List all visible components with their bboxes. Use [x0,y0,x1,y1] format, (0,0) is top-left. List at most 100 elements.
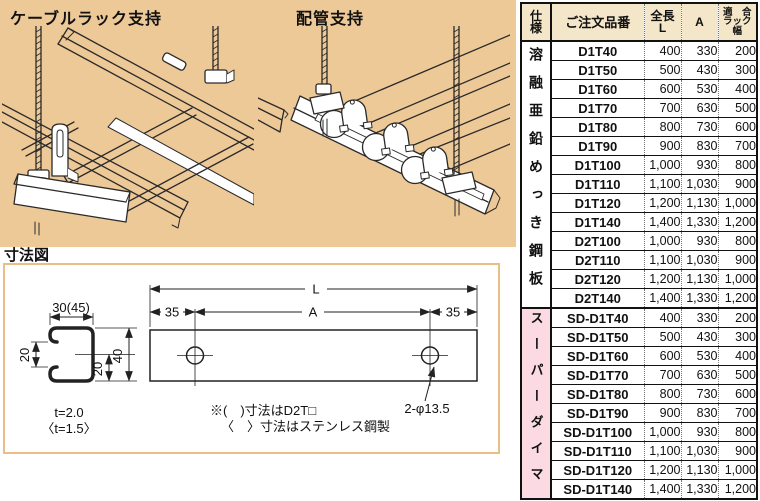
figure-note-1: ※( )寸法はD2T□ [210,403,316,418]
dimension-value: 930 [681,155,719,175]
spec-section-label: スーパーダイマ [521,307,552,500]
dimension-value: 330 [681,307,719,328]
illustration-panel: ケーブルラック支持 配管支持 [0,0,516,247]
dimension-value: 400 [644,40,682,61]
dimension-value: 700 [718,136,757,156]
dimension-value: 300 [718,60,757,80]
dim-end-left-label: 35 [165,305,179,320]
dimension-value: 930 [681,231,719,251]
dimension-value: 1,200 [718,212,757,232]
dimension-value: 830 [681,136,719,156]
dimension-value: 730 [681,384,719,404]
dim-height-label: 40 [110,349,125,363]
dimension-value: 1,000 [644,155,682,175]
dimension-value: 700 [718,403,757,423]
dimension-value: 400 [644,307,682,328]
dimension-value: 330 [681,40,719,61]
dimension-value: 1,030 [681,250,719,270]
dimension-value: 730 [681,117,719,137]
dimension-value: 1,000 [718,269,757,289]
dimension-value: 900 [718,250,757,270]
product-code: D1T100 [551,155,645,175]
product-code: D2T110 [551,250,645,270]
dimension-value: 600 [718,117,757,137]
dim-lip-label: 20 [17,348,32,362]
dimension-value: 1,400 [644,212,682,232]
dimension-value: 430 [681,60,719,80]
figure-note-2: 〈 〉寸法はステンレス鋼製 [221,419,390,434]
product-code: D1T110 [551,174,645,194]
dimension-value: 900 [718,441,757,461]
header-dimension-a: A [681,2,719,42]
dim-end-right-label: 35 [446,305,460,320]
dimension-value: 800 [644,117,682,137]
dimension-value: 600 [718,384,757,404]
dimension-value: 1,200 [644,269,682,289]
spec-section-label: 溶融亜鉛めっき鋼板 [521,40,552,309]
product-code: SD-D1T120 [551,460,645,480]
dimension-value: 830 [681,403,719,423]
dimension-value: 200 [718,307,757,328]
dimension-drawing-image: 30(45) 20 20 40 t=2.0 〈t=1.5〉 L 35 A 35 … [17,282,478,436]
product-code: D1T70 [551,98,645,118]
cable-rack-title: ケーブルラック支持 [10,11,163,28]
header-order-code: ご注文品番 [551,2,645,42]
hole-callout-label: 2-φ13.5 [404,401,449,416]
product-code: SD-D1T100 [551,422,645,442]
cable-rack-illustration-image [2,26,254,236]
dimension-figure-box: 30(45) 20 20 40 t=2.0 〈t=1.5〉 L 35 A 35 … [3,263,500,454]
dim-length-label: L [312,282,319,297]
dimension-value: 1,330 [681,479,719,500]
dim-span-label: A [309,305,318,320]
product-code: D2T120 [551,269,645,289]
dimension-value: 930 [681,422,719,442]
dimension-value: 900 [644,136,682,156]
dimension-value: 800 [718,422,757,442]
product-code: SD-D1T50 [551,327,645,347]
dimension-value: 1,400 [644,288,682,309]
dimension-value: 1,130 [681,269,719,289]
dimension-value: 1,100 [644,441,682,461]
dimension-value: 900 [718,174,757,194]
product-code: SD-D1T40 [551,307,645,328]
dimension-value: 530 [681,346,719,366]
dimension-value: 1,000 [644,231,682,251]
dimension-value: 1,400 [644,479,682,500]
dimension-value: 500 [718,365,757,385]
thickness-alt-label: 〈t=1.5〉 [41,421,96,436]
product-code: SD-D1T60 [551,346,645,366]
dimension-value: 1,330 [681,288,719,309]
dimension-value: 630 [681,365,719,385]
dimension-value: 1,200 [718,479,757,500]
dimension-value: 1,200 [644,460,682,480]
product-code: D1T80 [551,117,645,137]
product-code: D1T60 [551,79,645,99]
product-code: D1T120 [551,193,645,213]
dimension-value: 630 [681,98,719,118]
dimension-value: 1,000 [644,422,682,442]
product-code: D1T140 [551,212,645,232]
dimension-value: 1,030 [681,174,719,194]
product-code: D1T90 [551,136,645,156]
dimension-value: 1,130 [681,193,719,213]
dimension-value: 1,030 [681,441,719,461]
dimension-value: 530 [681,79,719,99]
dimension-value: 400 [718,346,757,366]
dimension-value: 900 [644,403,682,423]
dimension-value: 700 [644,365,682,385]
table-header-row: 仕 様 ご注文品番 全長 L A 適 合 ラック幅 [521,2,757,42]
